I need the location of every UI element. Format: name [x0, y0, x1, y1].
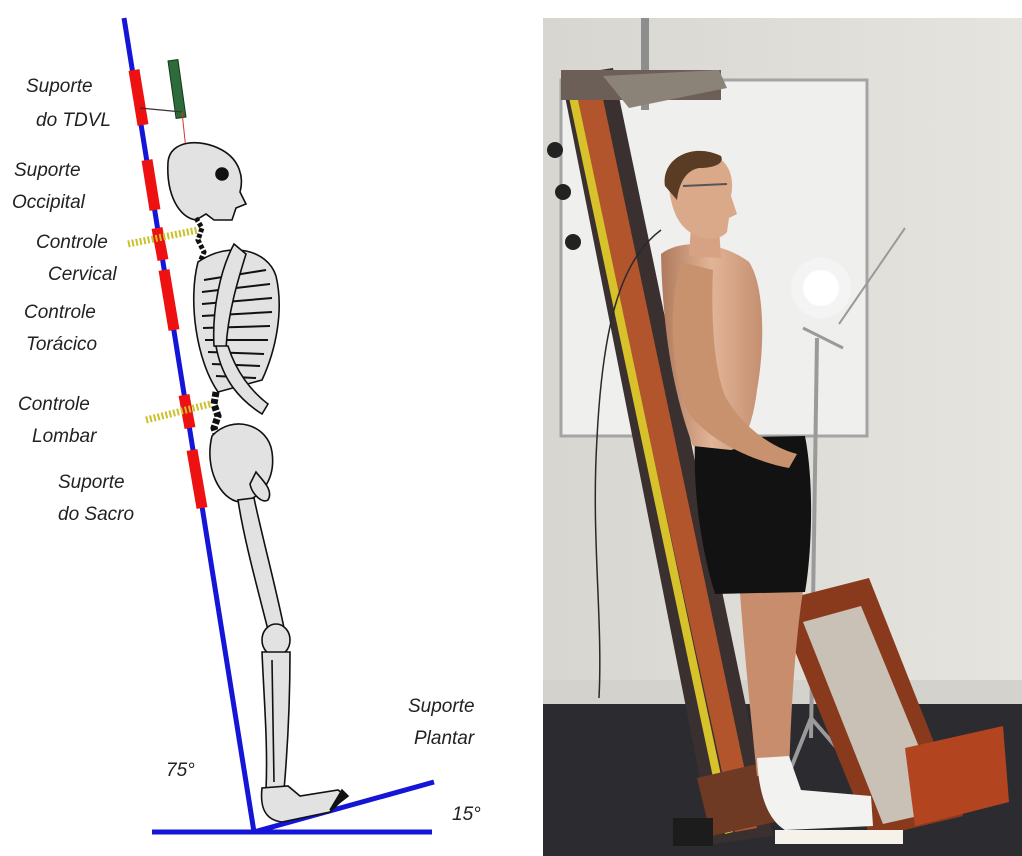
label-plantar-2: Plantar [414, 728, 475, 749]
pad-sacro [192, 450, 202, 508]
cervical-spine [196, 218, 204, 262]
tibia [262, 652, 290, 790]
label-tdvl-1: Suporte [26, 76, 93, 97]
pad-occipital [147, 160, 155, 210]
label-lombar-2: Lombar [32, 426, 97, 447]
label-cervical-1: Controle [36, 232, 108, 253]
label-cervical-2: Cervical [48, 264, 117, 285]
femur [238, 498, 284, 630]
angle-foot-label: 15° [452, 804, 481, 825]
label-tdvl-2: do TDVL [36, 110, 111, 131]
label-lombar-1: Controle [18, 394, 90, 415]
screw-lombar [146, 404, 210, 420]
label-occipital-2: Occipital [12, 192, 86, 213]
label-occipital-1: Suporte [14, 160, 81, 181]
skull [168, 143, 246, 220]
label-toracico-2: Torácico [26, 334, 97, 355]
pad-cervical [157, 228, 163, 260]
label-sacro-2: do Sacro [58, 504, 134, 525]
angle-board-label: 75° [166, 760, 195, 781]
pad-toracico [164, 270, 174, 330]
label-plantar-1: Suporte [408, 696, 475, 717]
label-toracico-1: Controle [24, 302, 96, 323]
tdvl-device [140, 60, 186, 150]
pad-tdvl [134, 70, 143, 125]
label-sacro-1: Suporte [58, 472, 125, 493]
subject-photo [543, 18, 1022, 856]
apparatus-diagram: Suporte do TDVL Suporte Occipital Contro… [0, 0, 540, 856]
